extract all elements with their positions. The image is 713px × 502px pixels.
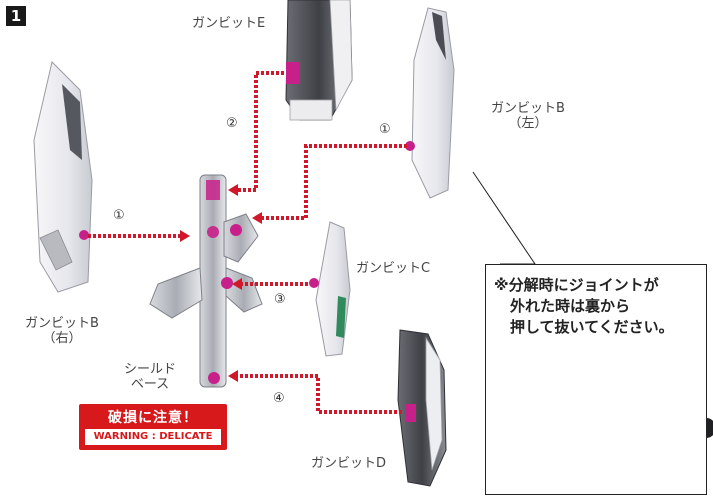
- step-marker-3: ③: [274, 292, 286, 307]
- warning-english: WARNING : DELICATE: [85, 429, 221, 445]
- arrowhead-2: [228, 184, 238, 196]
- note-line-2: 外れた時は裏から: [510, 297, 631, 315]
- step-marker-4: ④: [273, 391, 285, 406]
- arrow-step-4: [236, 374, 402, 414]
- warning-box: 破損に注意！ WARNING : DELICATE: [79, 404, 227, 450]
- label-gunbit-b-left: ガンビットB （左）: [491, 101, 565, 131]
- arrow-step-2: [236, 71, 284, 192]
- arrow-heads: [180, 184, 262, 382]
- arrowhead-1-right: [180, 230, 190, 242]
- label-gunbit-c: ガンビットC: [356, 261, 431, 276]
- note-box: ※分解時にジョイントが 外れた時は裏から 押して抜いてください。: [485, 264, 707, 495]
- arrowhead-1-left: [252, 212, 262, 224]
- label-gunbit-d: ガンビットD: [311, 456, 387, 471]
- assembly-arrows: [88, 71, 407, 414]
- label-shield-base: シールド ベース: [123, 362, 176, 392]
- step-marker-2: ②: [226, 116, 238, 131]
- step-marker-1-left: ①: [379, 122, 391, 137]
- arrowhead-3: [232, 278, 242, 290]
- label-gunbit-e: ガンビットE: [192, 16, 266, 31]
- callout-pointer: [472, 171, 536, 265]
- note-text: ※分解時にジョイントが 外れた時は裏から 押して抜いてください。: [494, 275, 700, 338]
- arrow-step-1-left: [260, 144, 407, 220]
- note-line-1: ※分解時にジョイントが: [494, 276, 659, 294]
- step-number-badge: 1: [6, 6, 26, 26]
- label-gunbit-b-right: ガンビットB （右）: [25, 316, 99, 346]
- arrowhead-4: [228, 370, 238, 382]
- note-line-3: 押して抜いてください。: [510, 318, 674, 336]
- step-marker-1-right: ①: [113, 208, 125, 223]
- gunbit-b-left-part: [405, 7, 455, 199]
- gunbit-b-right-part: [33, 61, 93, 293]
- gunbit-c-part: [309, 221, 351, 357]
- shield-base-part: [149, 174, 263, 388]
- gunbit-d-part: [397, 329, 447, 487]
- gunbit-e-part: [285, 0, 353, 121]
- warning-japanese: 破損に注意！: [108, 410, 198, 426]
